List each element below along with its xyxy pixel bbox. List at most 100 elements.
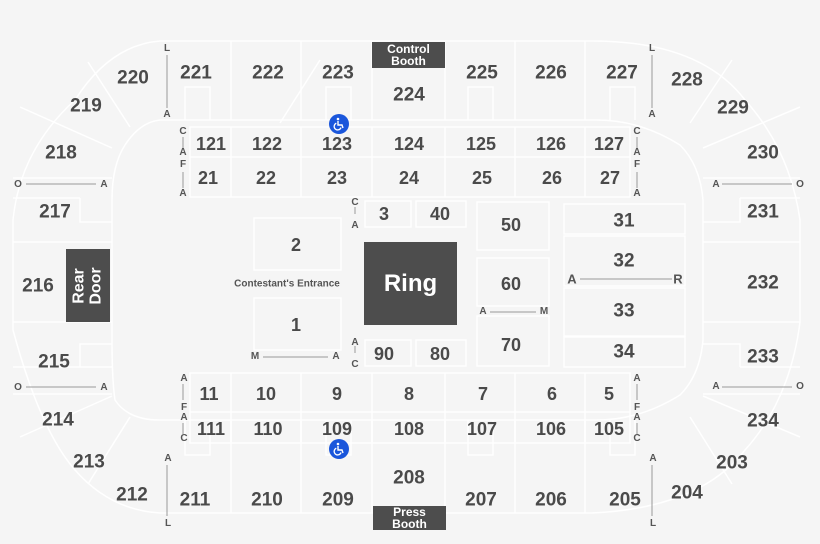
section-21[interactable]: 21 <box>197 168 219 188</box>
section-124[interactable]: 124 <box>393 134 425 154</box>
section-207[interactable]: 207 <box>465 489 497 511</box>
row-label: L <box>648 43 656 54</box>
section-122[interactable]: 122 <box>251 134 283 154</box>
section-216[interactable]: 216 <box>22 275 54 297</box>
row-label: A <box>712 381 720 392</box>
row-label: F <box>180 402 188 413</box>
section-23[interactable]: 23 <box>326 168 348 188</box>
row-label: A <box>351 337 359 348</box>
section-1[interactable]: 1 <box>290 315 302 335</box>
section-208[interactable]: 208 <box>393 467 425 489</box>
section-109[interactable]: 109 <box>321 419 353 439</box>
section-204[interactable]: 204 <box>671 482 703 504</box>
section-203[interactable]: 203 <box>716 452 748 474</box>
control-booth-label: Control Booth <box>387 42 430 68</box>
section-233[interactable]: 233 <box>747 346 779 368</box>
section-218[interactable]: 218 <box>45 142 77 164</box>
section-33[interactable]: 33 <box>613 300 635 322</box>
rear-door: Rear Door <box>66 249 110 322</box>
press-booth: Press Booth <box>373 506 446 530</box>
section-226[interactable]: 226 <box>535 62 567 84</box>
section-9[interactable]: 9 <box>331 384 343 404</box>
section-26[interactable]: 26 <box>541 168 563 188</box>
section-25[interactable]: 25 <box>471 168 493 188</box>
section-70[interactable]: 70 <box>500 335 522 355</box>
section-232[interactable]: 232 <box>747 272 779 294</box>
section-3[interactable]: 3 <box>378 204 390 224</box>
row-label: A <box>648 109 656 120</box>
section-40[interactable]: 40 <box>429 204 451 224</box>
section-228[interactable]: 228 <box>671 69 703 91</box>
section-224[interactable]: 224 <box>393 84 425 106</box>
section-50[interactable]: 50 <box>500 215 522 235</box>
section-210[interactable]: 210 <box>251 489 283 511</box>
row-label: A <box>163 109 171 120</box>
section-231[interactable]: 231 <box>747 201 779 223</box>
row-label: A <box>179 188 187 199</box>
section-220[interactable]: 220 <box>117 67 149 89</box>
section-209[interactable]: 209 <box>322 489 354 511</box>
row-label: A <box>633 188 641 199</box>
row-label: A <box>479 306 487 317</box>
section-225[interactable]: 225 <box>466 62 498 84</box>
row-label: A <box>100 382 108 393</box>
section-234[interactable]: 234 <box>747 410 779 432</box>
section-111[interactable]: 111 <box>196 419 226 439</box>
section-60[interactable]: 60 <box>500 274 522 294</box>
section-108[interactable]: 108 <box>393 419 425 439</box>
section-2[interactable]: 2 <box>290 235 302 255</box>
section-8[interactable]: 8 <box>403 384 415 404</box>
section-214[interactable]: 214 <box>42 409 74 431</box>
section-126[interactable]: 126 <box>535 134 567 154</box>
section-106[interactable]: 106 <box>535 419 567 439</box>
section-90[interactable]: 90 <box>373 344 395 364</box>
section-230[interactable]: 230 <box>747 142 779 164</box>
row-label: O <box>14 382 22 393</box>
section-80[interactable]: 80 <box>429 344 451 364</box>
section-125[interactable]: 125 <box>465 134 497 154</box>
wheelchair-icon <box>329 114 349 134</box>
section-217[interactable]: 217 <box>39 201 71 223</box>
section-7[interactable]: 7 <box>477 384 489 404</box>
section-127[interactable]: 127 <box>593 134 625 154</box>
section-206[interactable]: 206 <box>535 489 567 511</box>
section-211[interactable]: 211 <box>179 489 211 511</box>
section-27[interactable]: 27 <box>599 168 621 188</box>
row-label: L <box>164 518 172 529</box>
section-107[interactable]: 107 <box>466 419 498 439</box>
section-223[interactable]: 223 <box>322 62 354 84</box>
row-label: A <box>712 179 720 190</box>
section-229[interactable]: 229 <box>717 97 749 119</box>
section-11[interactable]: 11 <box>199 384 219 404</box>
section-213[interactable]: 213 <box>73 451 105 473</box>
section-31[interactable]: 31 <box>613 210 635 232</box>
section-5[interactable]: 5 <box>603 384 615 404</box>
section-110[interactable]: 110 <box>253 419 283 439</box>
section-6[interactable]: 6 <box>546 384 558 404</box>
section-221[interactable]: 221 <box>180 62 212 84</box>
row-label: A <box>179 147 187 158</box>
section-32[interactable]: 32 <box>613 250 635 272</box>
section-22[interactable]: 22 <box>255 168 277 188</box>
section-215[interactable]: 215 <box>38 351 70 373</box>
section-121[interactable]: 121 <box>195 134 227 154</box>
control-booth: Control Booth <box>372 42 445 68</box>
section-212[interactable]: 212 <box>116 484 148 506</box>
row-label: C <box>179 126 187 137</box>
ring[interactable]: Ring <box>364 242 457 325</box>
section-205[interactable]: 205 <box>609 489 641 511</box>
section-227[interactable]: 227 <box>606 62 638 84</box>
section-34[interactable]: 34 <box>613 341 635 363</box>
section-123[interactable]: 123 <box>321 134 353 154</box>
section-10[interactable]: 10 <box>255 384 277 404</box>
section-105[interactable]: 105 <box>593 419 625 439</box>
section-24[interactable]: 24 <box>398 168 420 188</box>
row-label: O <box>796 179 804 190</box>
row-label: L <box>649 518 657 529</box>
row-label: O <box>796 381 804 392</box>
section-222[interactable]: 222 <box>252 62 284 84</box>
row-label: A <box>100 179 108 190</box>
row-label: A <box>633 412 641 423</box>
section-219[interactable]: 219 <box>70 95 102 117</box>
row-label: C <box>351 359 359 370</box>
